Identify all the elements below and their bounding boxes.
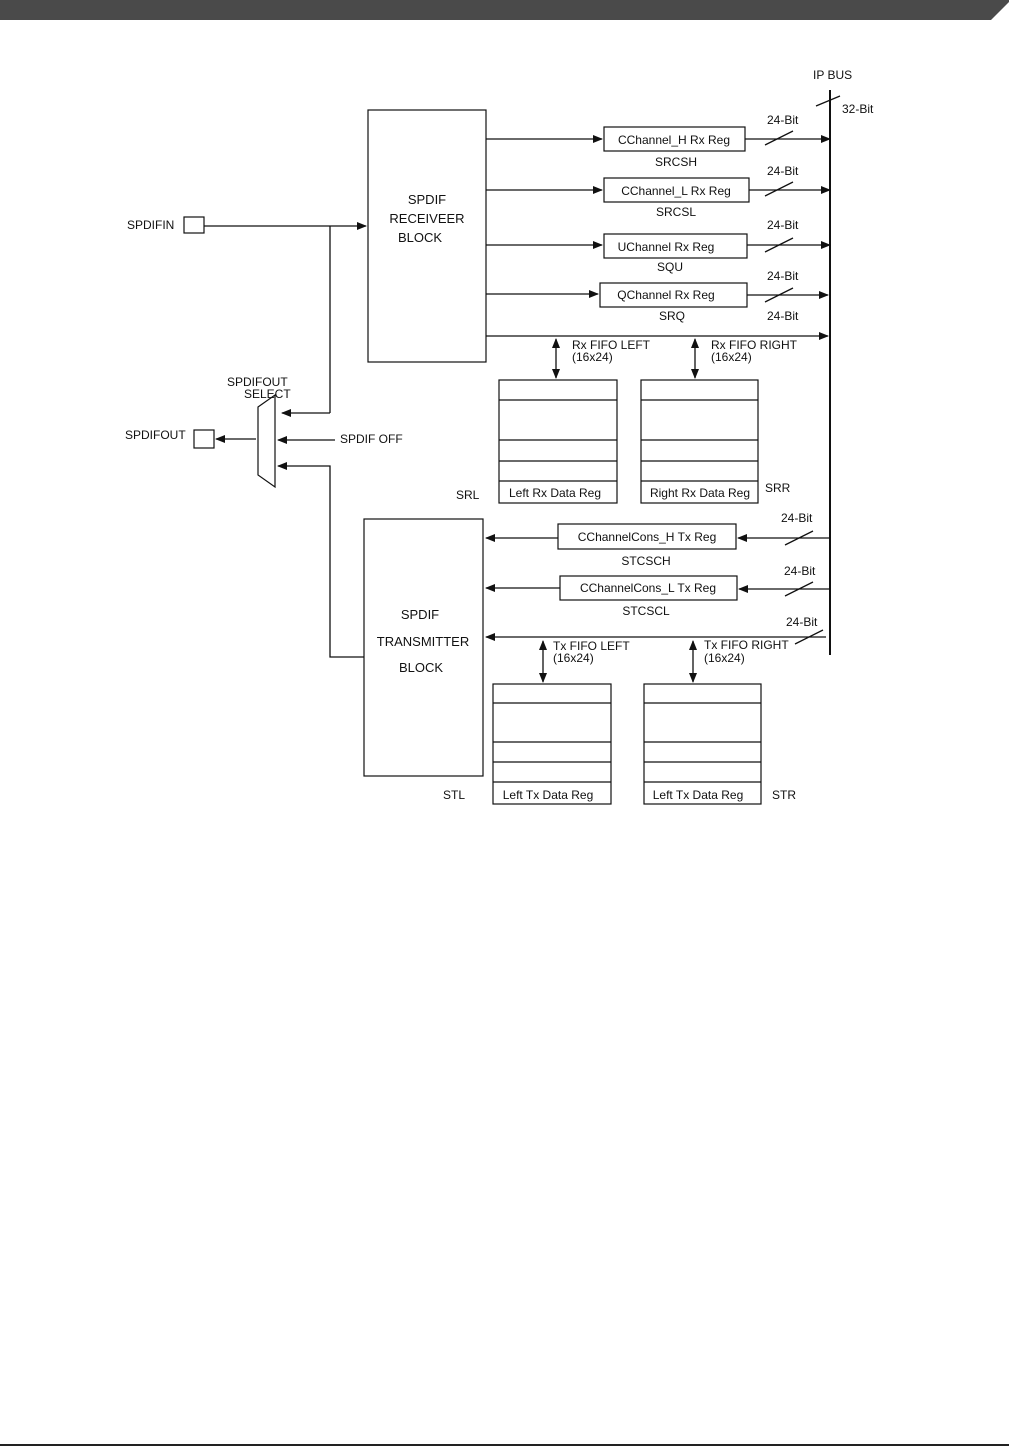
- rx-reg-uchannel-sub: SQU: [657, 260, 683, 274]
- str-label: STR: [772, 788, 796, 802]
- tx-fifo-right-label-1: Tx FIFO RIGHT: [704, 638, 789, 652]
- tx-fifo-left-stack: [492, 683, 612, 805]
- rx-reg-uchannel: [603, 233, 748, 259]
- spdifout-select-mux: [257, 393, 276, 489]
- srl-label: SRL: [456, 488, 480, 502]
- tx-reg-cchannelcons-l-label: CChannelCons_L Tx Reg: [580, 581, 716, 595]
- tx-fifo-left-label-1: Tx FIFO LEFT: [553, 639, 630, 653]
- tx-reg-cchannelcons-h-sub: STCSCH: [621, 554, 670, 568]
- spdif-block-diagram: IP BUS 32-Bit SPDIF RECEIVEER BLOCK SPDI…: [125, 68, 874, 805]
- stcscl-width-label: 24-Bit: [784, 564, 816, 578]
- srcsh-width-label: 24-Bit: [767, 113, 799, 127]
- srcsl-width-label: 24-Bit: [767, 164, 799, 178]
- rx-reg-cchannel-h-sub: SRCSH: [655, 155, 697, 169]
- rx-fifo-right-label-1: Rx FIFO RIGHT: [711, 338, 798, 352]
- squ-width-slash: [764, 237, 794, 253]
- tx-fifo-width-label: 24-Bit: [786, 615, 818, 629]
- receiver-label-3: BLOCK: [398, 230, 442, 245]
- mux-label-2: SELECT: [244, 387, 291, 401]
- tx-fifo-width-slash: [794, 629, 824, 645]
- spdifout-pin: [193, 429, 215, 449]
- bus-width-label: 32-Bit: [842, 102, 874, 116]
- ip-bus-label: IP BUS: [813, 68, 852, 82]
- rx-fifo-left-label-2: (16x24): [572, 350, 613, 364]
- stl-label: STL: [443, 788, 465, 802]
- tx-fifo-left-label-2: (16x24): [553, 651, 594, 665]
- header-bar: [0, 0, 1009, 20]
- stcsch-width-slash: [784, 530, 814, 546]
- spdifout-label: SPDIFOUT: [125, 428, 186, 442]
- tx-reg-cchannelcons-l-sub: STCSCL: [622, 604, 670, 618]
- rx-reg-cchannel-h-label: CChannel_H Rx Reg: [618, 133, 730, 147]
- tx-reg-cchannelcons-h-label: CChannelCons_H Tx Reg: [578, 530, 717, 544]
- bus-width-slash: [815, 95, 841, 107]
- srcsl-width-slash: [764, 181, 794, 197]
- transmitter-label-2: TRANSMITTER: [377, 634, 469, 649]
- receiver-label-2: RECEIVEER: [389, 211, 464, 226]
- tx-fifo-right-label-2: (16x24): [704, 651, 745, 665]
- mux-label-1: SPDIFOUT: [227, 375, 288, 389]
- squ-width-label: 24-Bit: [767, 218, 799, 232]
- rx-fifo-left-label-1: Rx FIFO LEFT: [572, 338, 651, 352]
- stcscl-width-slash: [784, 581, 814, 597]
- transmitter-to-mux-arrow: [277, 462, 364, 658]
- spdifin-label: SPDIFIN: [127, 218, 174, 232]
- srcsh-width-slash: [764, 130, 794, 146]
- rx-reg-cchannel-l-sub: SRCSL: [656, 205, 696, 219]
- srq-width-slash: [764, 287, 794, 303]
- rx-fifo-right-stack: [640, 379, 759, 504]
- rx-fifo-right-reg-label: Right Rx Data Reg: [650, 486, 750, 500]
- receiver-block: [367, 109, 487, 363]
- rx-reg-qchannel-label: QChannel Rx Reg: [617, 288, 714, 302]
- rx-reg-cchannel-l-label: CChannel_L Rx Reg: [621, 184, 731, 198]
- footer-rule: [0, 1444, 1009, 1446]
- tx-fifo-right-stack: [643, 683, 762, 805]
- rx-fifo-left-reg-label: Left Rx Data Reg: [509, 486, 601, 500]
- transmitter-label-3: BLOCK: [399, 660, 443, 675]
- tx-fifo-left-reg-label: Left Tx Data Reg: [503, 788, 594, 802]
- rx-fifo-left-stack: [498, 379, 618, 504]
- rx-fifo-right-label-2: (16x24): [711, 350, 752, 364]
- stcsch-width-label: 24-Bit: [781, 511, 813, 525]
- transmitter-label-1: SPDIF: [401, 607, 439, 622]
- srq-width-label: 24-Bit: [767, 269, 799, 283]
- rx-fifo-width-label: 24-Bit: [767, 309, 799, 323]
- spdifin-pin: [183, 216, 205, 234]
- rx-reg-cchannel-h: [603, 126, 746, 152]
- rx-reg-cchannel-l: [603, 177, 750, 203]
- transmitter-block: [363, 518, 484, 777]
- receiver-label-1: SPDIF: [408, 192, 446, 207]
- tx-fifo-right-reg-label: Left Tx Data Reg: [653, 788, 744, 802]
- rx-reg-qchannel-sub: SRQ: [659, 309, 685, 323]
- rx-reg-uchannel-label: UChannel Rx Reg: [618, 240, 715, 254]
- tx-reg-cchannelcons-h: [557, 523, 737, 550]
- srr-label: SRR: [765, 481, 791, 495]
- spdif-off-label: SPDIF OFF: [340, 432, 403, 446]
- rx-reg-qchannel: [599, 282, 748, 308]
